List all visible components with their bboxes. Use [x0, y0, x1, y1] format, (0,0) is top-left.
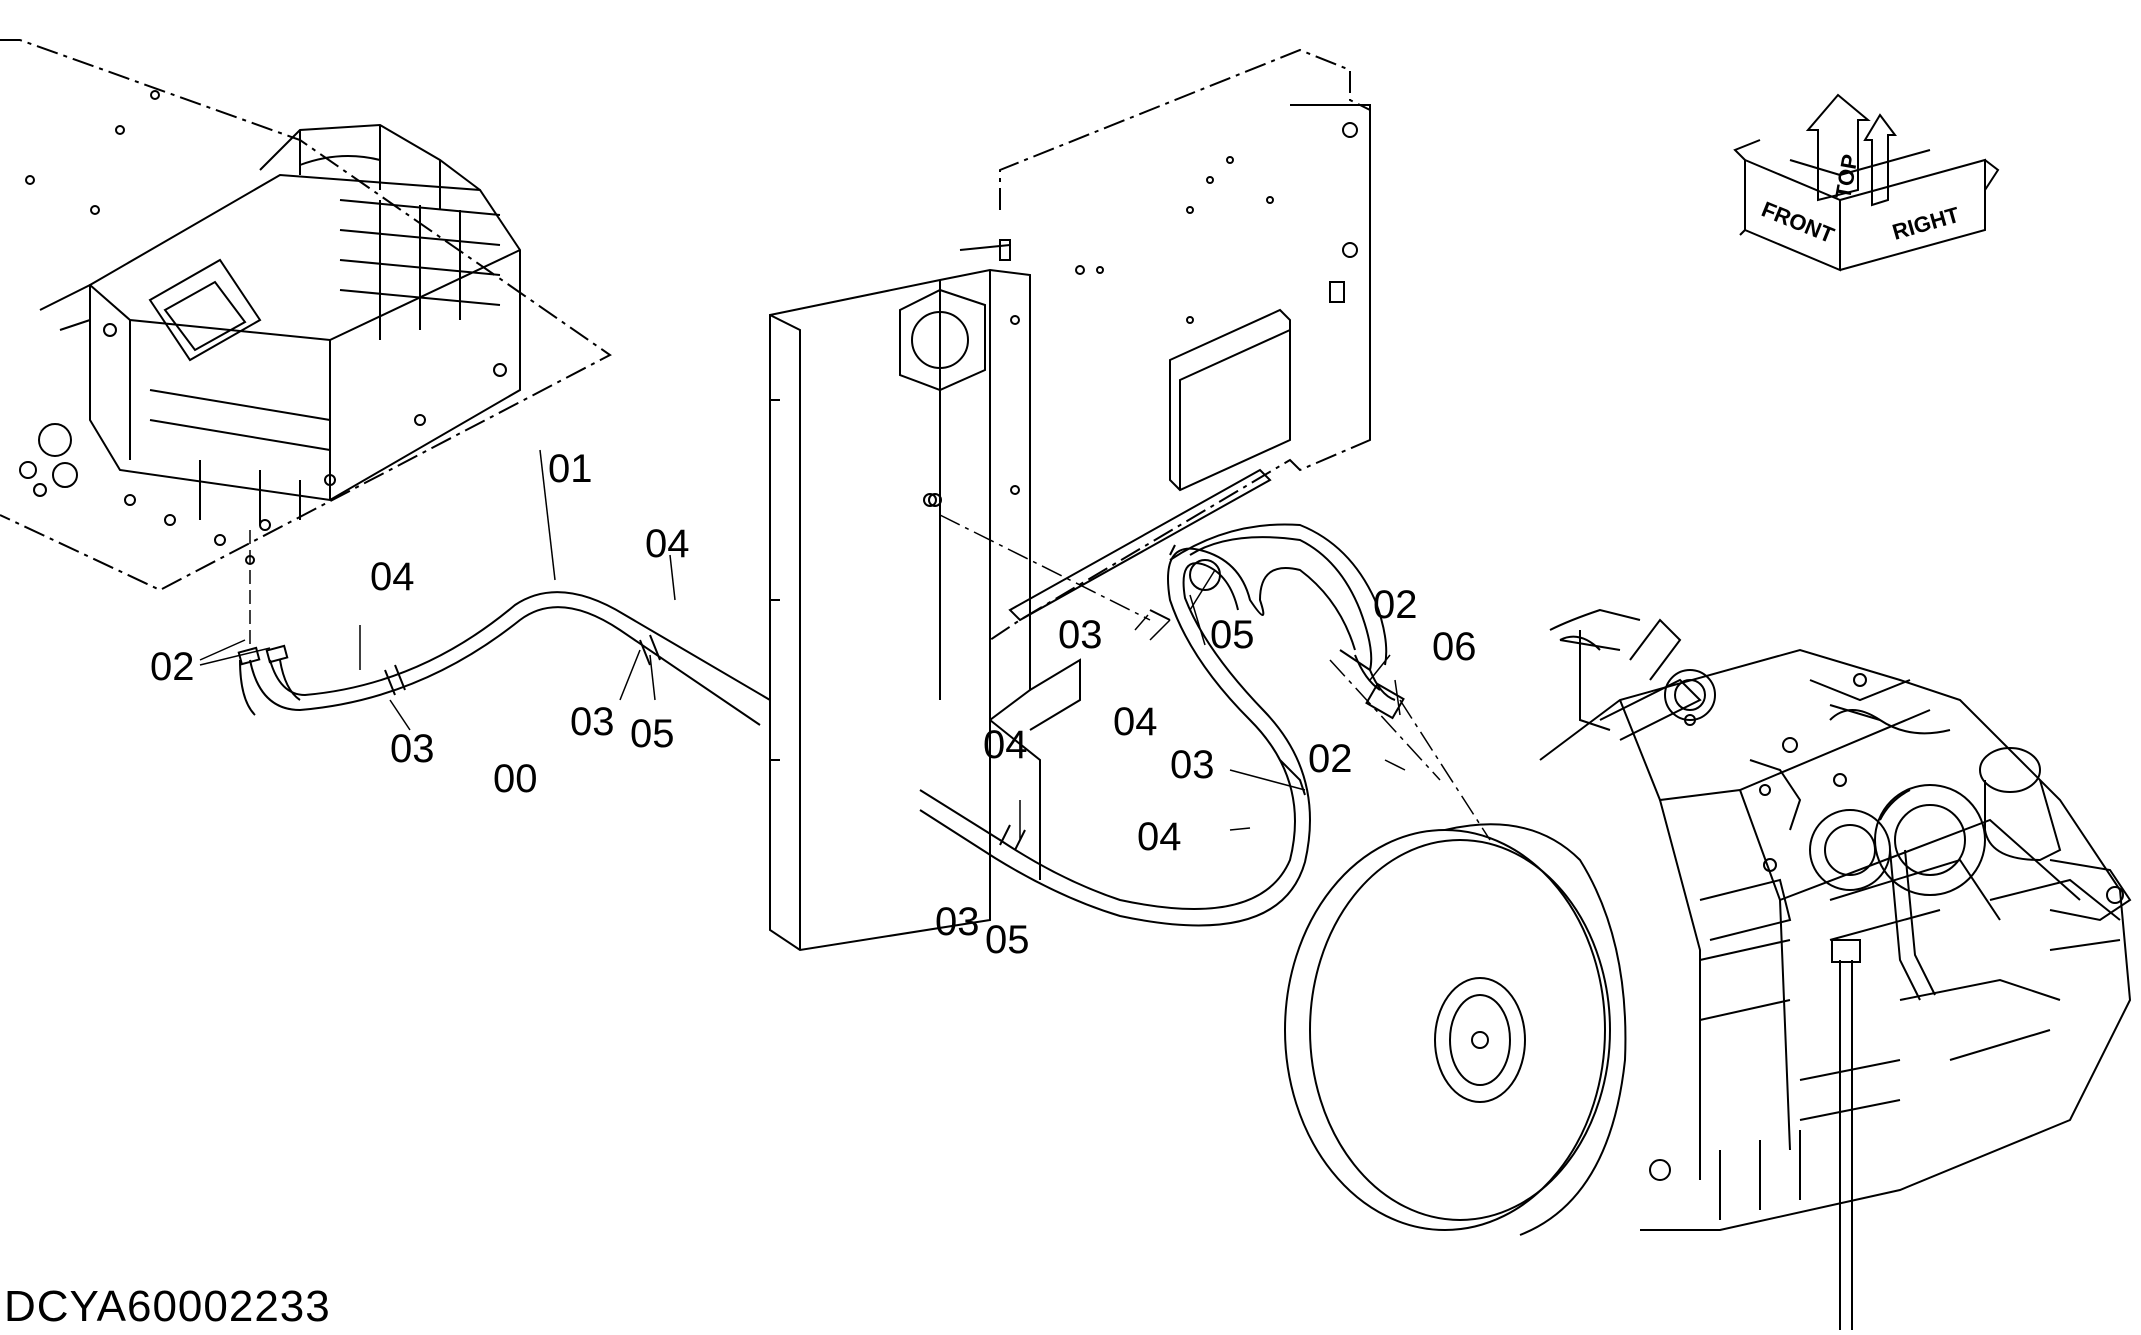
callout-04: 04: [645, 522, 690, 566]
radiator-panel: [769, 239, 1081, 952]
drawing-id: DCYA60002233: [4, 1282, 331, 1331]
callout-06: 06: [1432, 625, 1477, 669]
engine: [1284, 608, 2132, 1330]
callout-03: 03: [935, 900, 980, 944]
callout-03: 03: [390, 727, 435, 771]
leader-lines-right: [939, 514, 1491, 841]
callout-02: 02: [1373, 583, 1418, 627]
frame-detail: [923, 104, 1371, 622]
callout-05: 05: [1210, 613, 1255, 657]
callout-04: 04: [1113, 700, 1158, 744]
callout-03: 03: [570, 700, 615, 744]
heater-unit: [39, 123, 521, 525]
callout-02: 02: [1308, 737, 1353, 781]
callout-04: 04: [1137, 815, 1182, 859]
engine-hose-loop: [919, 523, 1405, 927]
callout-00: 00: [493, 757, 538, 801]
callout-03: 03: [1170, 743, 1215, 787]
callout-03: 03: [1058, 613, 1103, 657]
callout-04: 04: [370, 555, 415, 599]
leader-lines-left: [199, 449, 676, 731]
callout-05: 05: [630, 712, 675, 756]
callout-05: 05: [985, 918, 1030, 962]
callout-04: 04: [983, 723, 1028, 767]
orientation-indicator: [1733, 93, 2000, 272]
top-label: TOP: [1830, 152, 1862, 200]
floor-plate: [0, 39, 612, 592]
callout-02: 02: [150, 645, 195, 689]
callout-01: 01: [548, 447, 593, 491]
heater-hose-assembly: [237, 591, 771, 726]
